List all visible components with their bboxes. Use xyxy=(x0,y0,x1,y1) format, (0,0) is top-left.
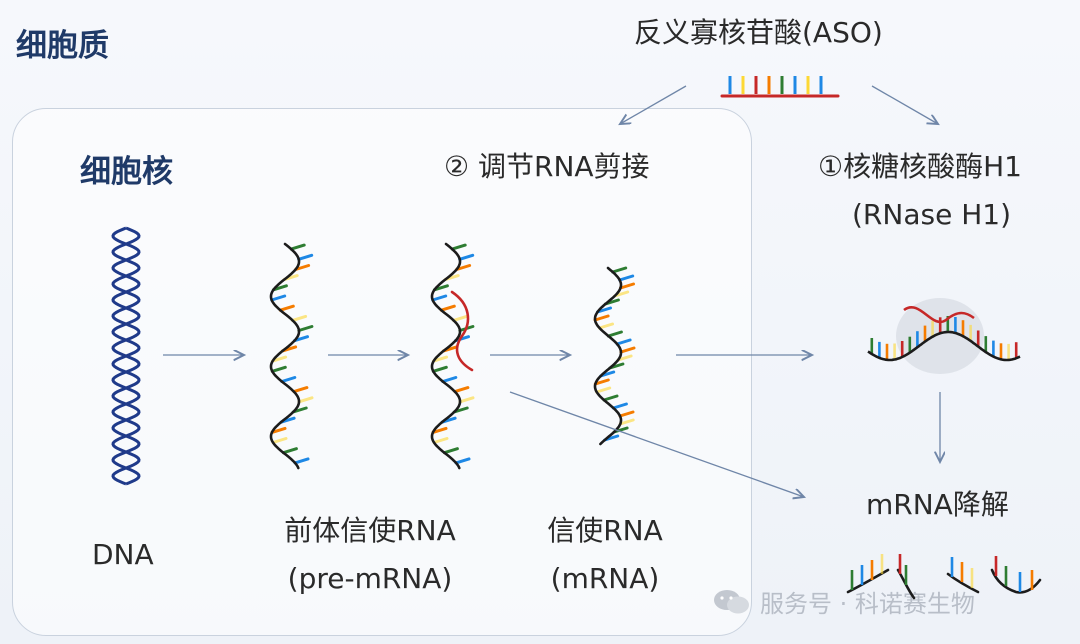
premrna-aso-base xyxy=(431,426,448,434)
premrna-aso-base xyxy=(455,264,472,271)
mrna-base xyxy=(596,306,612,314)
arrow-aso-to-splicing xyxy=(620,85,687,124)
mrna-base xyxy=(618,410,635,418)
premrna-base xyxy=(281,447,298,455)
fragment-backbone xyxy=(990,568,1042,594)
premrna-with-aso-strand xyxy=(430,242,475,470)
premrna-base xyxy=(278,304,295,312)
premrna-base xyxy=(292,386,309,394)
premrna-base xyxy=(270,294,287,302)
mrna-base xyxy=(611,402,628,410)
mrna-label-2: (mRNA) xyxy=(550,562,660,595)
premrna-aso-base xyxy=(458,253,475,261)
watermark-text: 服务号 · 科诺赛生物 xyxy=(760,590,975,618)
premrna-aso-base xyxy=(452,314,469,322)
premrna-base xyxy=(293,457,310,465)
premrna-base xyxy=(297,396,314,404)
mrna-base xyxy=(619,282,635,290)
arrow-aso-to-degradation xyxy=(509,391,804,497)
premrna-base xyxy=(271,437,288,444)
mrna-base xyxy=(593,378,610,386)
mrna-backbone xyxy=(593,266,623,446)
premrna-base xyxy=(270,426,287,434)
fragment-backbone xyxy=(946,572,980,594)
nucleus-title: 细胞核 xyxy=(80,154,173,190)
premrna-base xyxy=(291,314,308,322)
mrna-base xyxy=(619,346,636,354)
cytoplasm-title: 细胞质 xyxy=(16,28,109,64)
premrna-aso-base xyxy=(450,243,467,251)
flow-arrows xyxy=(163,85,940,497)
premrna-aso-base xyxy=(454,457,471,465)
wechat-icon xyxy=(714,589,749,613)
premrna-label-2: (pre-mRNA) xyxy=(287,562,453,595)
mrna-base xyxy=(602,394,619,402)
premrna-aso-base xyxy=(431,365,448,373)
mrna-base xyxy=(611,266,628,274)
premrna-base xyxy=(280,376,297,383)
arrow-aso-to-rnase xyxy=(871,85,938,124)
premrna-aso-base xyxy=(458,396,475,404)
mrna-base xyxy=(595,386,612,394)
degraded-mrna-fragments xyxy=(846,554,1042,600)
watermark: 服务号 · 科诺赛生物 xyxy=(712,584,975,619)
premrna-base xyxy=(297,253,314,261)
dna-label: DNA xyxy=(92,538,154,571)
aso-label: 反义寡核苷酸(ASO) xyxy=(634,16,883,49)
premrna-aso-base xyxy=(432,437,449,444)
rnase-pathway-label-2: (RNase H1) xyxy=(852,198,1011,231)
premrna-aso-base xyxy=(431,294,448,302)
premrna-aso-base xyxy=(439,304,456,312)
mrna-label-1: 信使RNA xyxy=(547,514,663,547)
premrna-base xyxy=(271,355,288,363)
premrna-base xyxy=(297,325,314,332)
splicing-pathway-label: ② 调节RNA剪接 xyxy=(444,150,650,183)
rnase-target-backbone xyxy=(867,330,1021,362)
mrna-base xyxy=(598,322,614,330)
premrna-strand xyxy=(269,242,314,470)
dna-strand-b xyxy=(111,226,141,486)
mrna-base xyxy=(593,314,610,322)
degradation-label: mRNA降解 xyxy=(866,488,1009,521)
mrna-base xyxy=(616,354,633,362)
premrna-base xyxy=(294,264,311,271)
premrna-base xyxy=(270,365,287,373)
mrna-strand xyxy=(593,266,636,446)
premrna-aso-base xyxy=(441,376,458,383)
premrna-aso-base xyxy=(453,386,470,394)
rnase-pathway-label-1: ①核糖核酸酶H1 xyxy=(818,150,1022,183)
premrna-base xyxy=(289,243,306,251)
rnase-h1-enzyme xyxy=(896,298,984,374)
dna-double-helix xyxy=(111,226,141,486)
rnase-h1-complex xyxy=(867,298,1021,374)
premrna-aso-base xyxy=(442,447,459,455)
aso-molecule xyxy=(720,76,840,98)
rnase-bound-aso xyxy=(903,306,975,324)
bound-aso xyxy=(450,290,474,372)
mrna-base xyxy=(615,338,632,346)
premrna-aso-backbone xyxy=(430,242,462,470)
premrna-backbone xyxy=(269,242,301,470)
premrna-aso-base xyxy=(432,355,449,363)
mrna-base xyxy=(618,274,635,282)
mrna-base xyxy=(618,418,635,426)
premrna-label-1: 前体信使RNA xyxy=(284,514,456,547)
nucleus-region xyxy=(12,108,752,636)
fragment-backbone xyxy=(846,568,890,594)
mrna-base xyxy=(606,330,623,338)
